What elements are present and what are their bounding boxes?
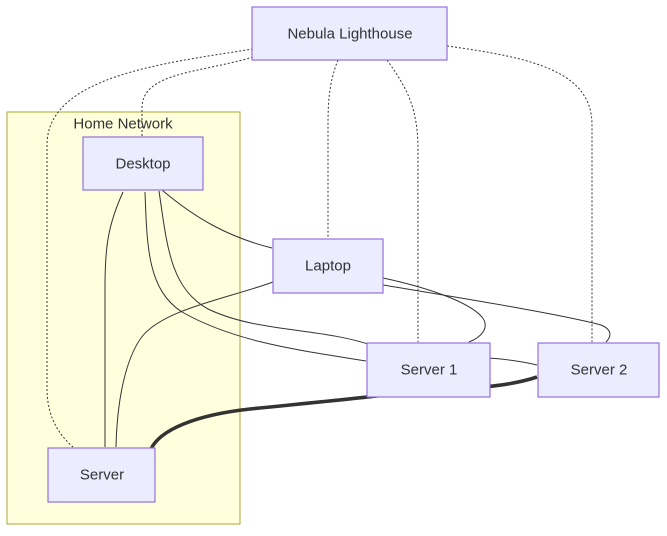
node-desktop: Desktop xyxy=(82,136,204,191)
edge-laptop-to-server-1 xyxy=(382,277,486,343)
node-box xyxy=(272,238,384,294)
node-nebula-lighthouse: Nebula Lighthouse xyxy=(251,6,448,61)
edge-nebula-lighthouse-to-server-2 xyxy=(446,45,593,342)
node-box xyxy=(366,342,491,398)
edge-nebula-lighthouse-to-desktop xyxy=(141,56,254,136)
node-box xyxy=(537,342,660,398)
node-box xyxy=(251,6,448,61)
node-label: Server xyxy=(80,467,124,484)
edge-desktop-to-server-1 xyxy=(144,191,367,362)
edge-laptop-to-server xyxy=(115,281,274,448)
node-laptop: Laptop xyxy=(272,238,384,294)
node-label: Desktop xyxy=(115,156,170,173)
node-label: Nebula Lighthouse xyxy=(287,26,412,43)
edge-nebula-lighthouse-to-laptop xyxy=(327,59,339,238)
node-box xyxy=(47,447,156,503)
edge-desktop-to-server xyxy=(104,191,124,447)
node-server-2: Server 2 xyxy=(537,342,660,398)
node-server: Server xyxy=(47,447,156,503)
node-label: Server 2 xyxy=(571,362,628,379)
home-network-group-label: Home Network xyxy=(73,116,173,133)
edge-nebula-lighthouse-to-server-1 xyxy=(386,59,419,342)
node-server-1: Server 1 xyxy=(366,342,491,398)
edge-laptop-to-server-2 xyxy=(382,284,611,343)
node-label: Server 1 xyxy=(401,362,458,379)
edge-desktop-to-laptop xyxy=(161,189,273,249)
node-label: Laptop xyxy=(305,258,351,275)
edge-nebula-lighthouse-to-server xyxy=(46,48,254,448)
node-box xyxy=(82,136,204,191)
